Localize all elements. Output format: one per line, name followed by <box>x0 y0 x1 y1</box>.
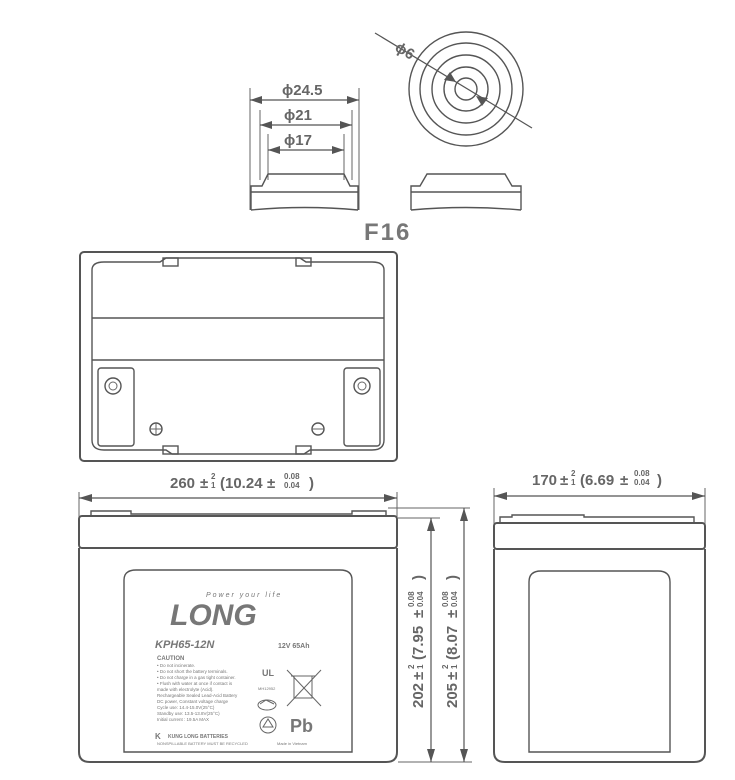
total-height-tol-plus: 2 <box>441 664 450 669</box>
total-height-tol-minus: 1 <box>450 664 459 669</box>
length-inch: (10.24 <box>220 475 263 492</box>
caution-line: • Do not short the battery terminals. <box>157 669 228 674</box>
length-tol-plus: 2 <box>211 472 216 481</box>
length-inch-tol-minus: 0.04 <box>284 481 300 490</box>
dim-bolt-dia: ϕ6 <box>392 39 418 64</box>
terminal-side-view <box>249 88 360 211</box>
caution-line: • Do not incinerate. <box>157 663 195 668</box>
dim-inner-dia: ϕ17 <box>284 132 312 149</box>
height-tol-minus: 1 <box>416 664 425 669</box>
battery-side-view <box>493 488 706 763</box>
length-tol-sign: ± <box>200 475 208 492</box>
terminal-top-view <box>374 31 533 211</box>
caution-lines: • Do not incinerate. • Do not short the … <box>157 663 238 722</box>
label-caution-title: CAUTION <box>157 656 184 662</box>
battery-label: Power your life LONG KPH65-12N 12V 65Ah … <box>155 592 322 746</box>
crossed-bin-icon <box>286 669 322 707</box>
caution-line: DC power, Constant voltage charge <box>157 699 229 704</box>
width-inch-tol-plus: 0.08 <box>634 469 650 478</box>
label-company: KUNG LONG BATTERIES <box>168 734 229 740</box>
length-tol-minus: 1 <box>211 481 216 490</box>
width-inch: (6.69 <box>580 472 614 489</box>
caution-line: Initial current : 19.5A MAX <box>157 717 209 722</box>
total-height-close: ) <box>444 575 461 580</box>
caution-line: made with electrolyte (Acid). <box>157 687 214 692</box>
label-origin: Made in Vietnam <box>277 741 308 746</box>
total-height-inch-tol-minus: 0.04 <box>450 591 459 607</box>
width-close: ) <box>657 472 662 489</box>
width-tol-sign: ± <box>560 472 568 489</box>
width-inch-tol-sign: ± <box>620 472 628 489</box>
length-close: ) <box>309 475 314 492</box>
width-tol-plus: 2 <box>571 469 576 478</box>
caution-line: Cycle use: 14.4-15.0V(25°C) <box>157 705 215 710</box>
total-height-mm: 205 <box>444 683 461 708</box>
height-tol-sign: ± <box>410 672 427 680</box>
total-height-inch-tol-sign: ± <box>444 610 461 618</box>
height-mm: 202 <box>410 683 427 708</box>
total-height-tol-sign: ± <box>444 672 461 680</box>
length-mm: 260 <box>170 475 195 492</box>
caution-line: Standby use: 13.5-13.8V(25°C) <box>157 711 220 716</box>
caution-line: • Flush with water at once if contact is <box>157 681 233 686</box>
dim-mid-dia: ϕ21 <box>284 107 312 124</box>
ul-code: MH12952 <box>258 686 276 691</box>
height-inch: (7.95 <box>410 626 427 660</box>
kl-logo-icon: K <box>155 732 161 741</box>
label-brand: LONG <box>170 599 257 632</box>
height-tol-plus: 2 <box>407 664 416 669</box>
label-model: KPH65-12N <box>155 639 215 651</box>
width-mm: 170 <box>532 472 557 489</box>
total-height-inch-tol-plus: 0.08 <box>441 591 450 607</box>
label-rating: 12V 65Ah <box>278 643 310 650</box>
length-inch-tol-sign: ± <box>267 475 275 492</box>
total-height-inch: (8.07 <box>444 626 461 660</box>
label-footer: NONSPILLABLE BATTERY MUST BE RECYCLED <box>157 741 248 746</box>
height-close: ) <box>410 575 427 580</box>
width-inch-tol-minus: 0.04 <box>634 478 650 487</box>
ul-mark-icon: UL <box>262 668 274 678</box>
height-inch-tol-minus: 0.04 <box>416 591 425 607</box>
height-inch-tol-plus: 0.08 <box>407 591 416 607</box>
dim-outer-dia: ϕ24.5 <box>282 82 322 99</box>
width-tol-minus: 1 <box>571 478 576 487</box>
height-202-label: 202 ± 2 1 (7.95 ± 0.08 0.04 ) <box>407 575 427 708</box>
battery-top-view <box>79 251 398 462</box>
caution-line: • Do not charge in a gas tight container… <box>157 675 236 680</box>
height-inch-tol-sign: ± <box>410 610 427 618</box>
length-inch-tol-plus: 0.08 <box>284 472 300 481</box>
pb-mark: Pb <box>290 716 313 736</box>
recycle-arrows-icon <box>259 716 277 734</box>
recycle-icon <box>257 699 277 711</box>
label-tagline: Power your life <box>206 592 282 599</box>
caution-line: Rechargeable Sealed Lead-Acid Battery <box>157 693 238 698</box>
battery-front-view <box>78 492 472 763</box>
terminal-code: F16 <box>364 219 411 246</box>
total-height-205-label: 205 ± 2 1 (8.07 ± 0.08 0.04 ) <box>441 575 461 708</box>
